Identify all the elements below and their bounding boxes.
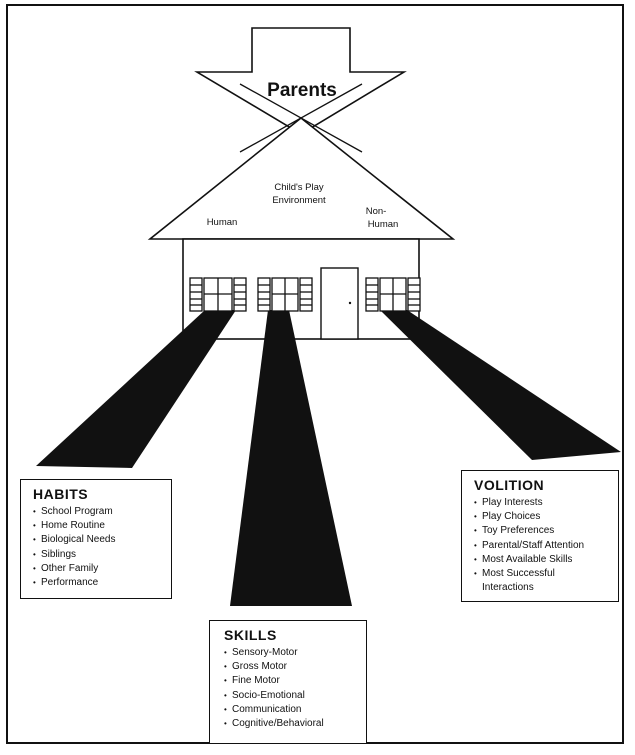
door-knob bbox=[348, 301, 352, 305]
list-item: Performance bbox=[33, 576, 165, 590]
list-item: Cognitive/Behavioral bbox=[224, 717, 360, 731]
list-item: Home Routine bbox=[33, 519, 165, 533]
list-item: Most Successful bbox=[474, 567, 612, 581]
list-item: Sensory-Motor bbox=[224, 646, 360, 660]
list-item: Play Choices bbox=[474, 510, 612, 524]
roof-center-line2: Environment bbox=[272, 195, 326, 206]
habits-list: School Program Home Routine Biological N… bbox=[33, 505, 165, 590]
habits-title: HABITS bbox=[33, 486, 89, 502]
list-item: Parental/Staff Attention bbox=[474, 539, 612, 553]
habits-beam bbox=[36, 310, 236, 468]
parents-label: Parents bbox=[267, 80, 337, 101]
roof-nonhuman-line1: Non- bbox=[366, 206, 387, 217]
list-item: Gross Motor bbox=[224, 660, 360, 674]
volition-list: Play Interests Play Choices Toy Preferen… bbox=[474, 496, 612, 595]
roof-human-label: Human bbox=[207, 217, 238, 228]
parents-arrow bbox=[194, 27, 407, 135]
list-item: Most Available Skills bbox=[474, 553, 612, 567]
list-item-continuation: Interactions bbox=[482, 582, 534, 594]
house-roof bbox=[147, 116, 456, 240]
skills-list: Sensory-Motor Gross Motor Fine Motor Soc… bbox=[224, 646, 360, 731]
volition-box: VOLITION Play Interests Play Choices Toy… bbox=[461, 470, 619, 602]
list-item: Other Family bbox=[33, 562, 165, 576]
volition-beam bbox=[380, 310, 621, 460]
list-item: Fine Motor bbox=[224, 674, 360, 688]
house-door bbox=[320, 267, 359, 340]
roof-nonhuman-line2: Human bbox=[368, 219, 399, 230]
window-middle bbox=[257, 277, 313, 312]
roof-center-line1: Child's Play bbox=[274, 182, 324, 193]
list-item: Siblings bbox=[33, 548, 165, 562]
skills-beam bbox=[230, 310, 352, 606]
skills-box: SKILLS Sensory-Motor Gross Motor Fine Mo… bbox=[209, 620, 367, 744]
window-left bbox=[189, 277, 247, 312]
window-right bbox=[365, 277, 421, 312]
list-item: Socio-Emotional bbox=[224, 689, 360, 703]
list-item: Toy Preferences bbox=[474, 524, 612, 538]
habits-box: HABITS School Program Home Routine Biolo… bbox=[20, 479, 172, 599]
list-item: Biological Needs bbox=[33, 533, 165, 547]
list-item: School Program bbox=[33, 505, 165, 519]
list-item: Play Interests bbox=[474, 496, 612, 510]
list-item: Communication bbox=[224, 703, 360, 717]
skills-title: SKILLS bbox=[224, 627, 277, 643]
volition-title: VOLITION bbox=[474, 477, 545, 493]
